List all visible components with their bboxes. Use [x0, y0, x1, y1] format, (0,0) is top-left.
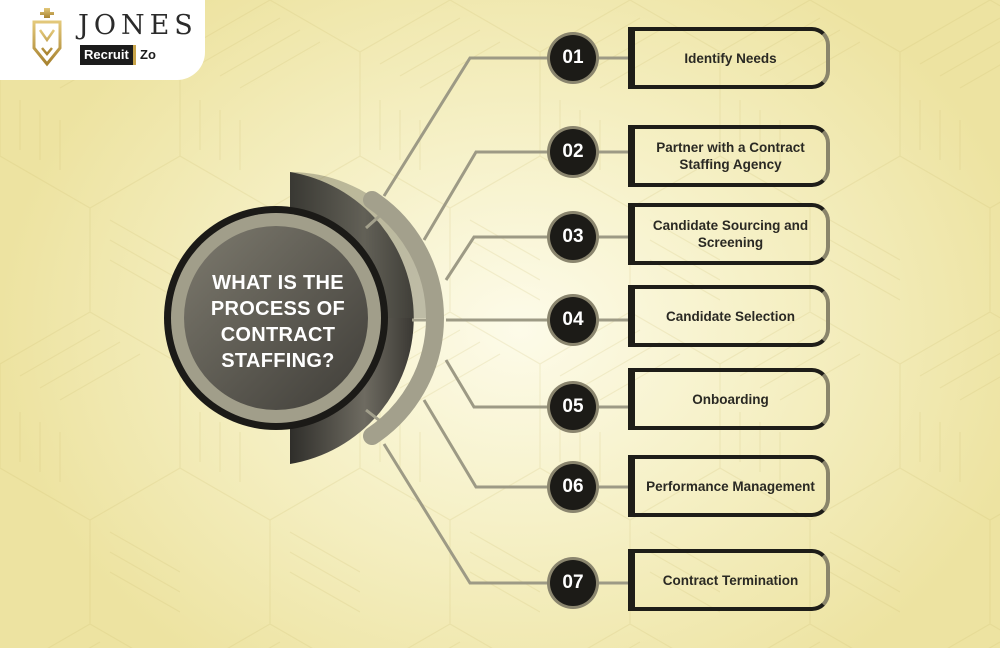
step-box: Partner with a Contract Staffing Agency: [628, 125, 830, 187]
step-label: Performance Management: [646, 478, 815, 494]
brand-suffix: Zo: [140, 47, 156, 62]
step-box: Onboarding: [628, 368, 830, 430]
step-label: Partner with a Contract Staffing Agency: [656, 140, 805, 172]
step-label: Onboarding: [692, 391, 769, 407]
diagram-title: WHAT IS THE PROCESS OF CONTRACT STAFFING…: [210, 272, 346, 372]
step-label: Candidate Selection: [665, 308, 796, 324]
step-box: Identify Needs: [628, 27, 830, 89]
connector-lines: [382, 56, 628, 585]
step-number-badge: 04: [550, 297, 596, 343]
brand-badge: Recruit: [80, 45, 136, 65]
logo-card: JONES Recruit Zo: [0, 0, 205, 80]
hub-core: [184, 226, 368, 410]
step-box: Performance Management: [628, 455, 830, 517]
step-number-badge: 03: [550, 214, 596, 260]
step-number-badge: 01: [550, 35, 596, 81]
hub-ring-arc: [363, 191, 444, 445]
step-label: Contract Termination: [662, 572, 799, 588]
lion-crest-icon: [32, 8, 62, 67]
step-box: Candidate Selection: [628, 285, 830, 347]
brand-name: JONES: [78, 10, 198, 41]
step-label: Identify Needs: [684, 50, 777, 66]
step-number-badge: 05: [550, 384, 596, 430]
step-number-badge: 02: [550, 129, 596, 175]
step-box: Contract Termination: [628, 549, 830, 611]
step-number-badge: 07: [550, 560, 596, 606]
step-box: Candidate Sourcing and Screening: [628, 203, 830, 265]
step-label: Candidate Sourcing and Screening: [652, 218, 809, 250]
step-number-badge: 06: [550, 464, 596, 510]
